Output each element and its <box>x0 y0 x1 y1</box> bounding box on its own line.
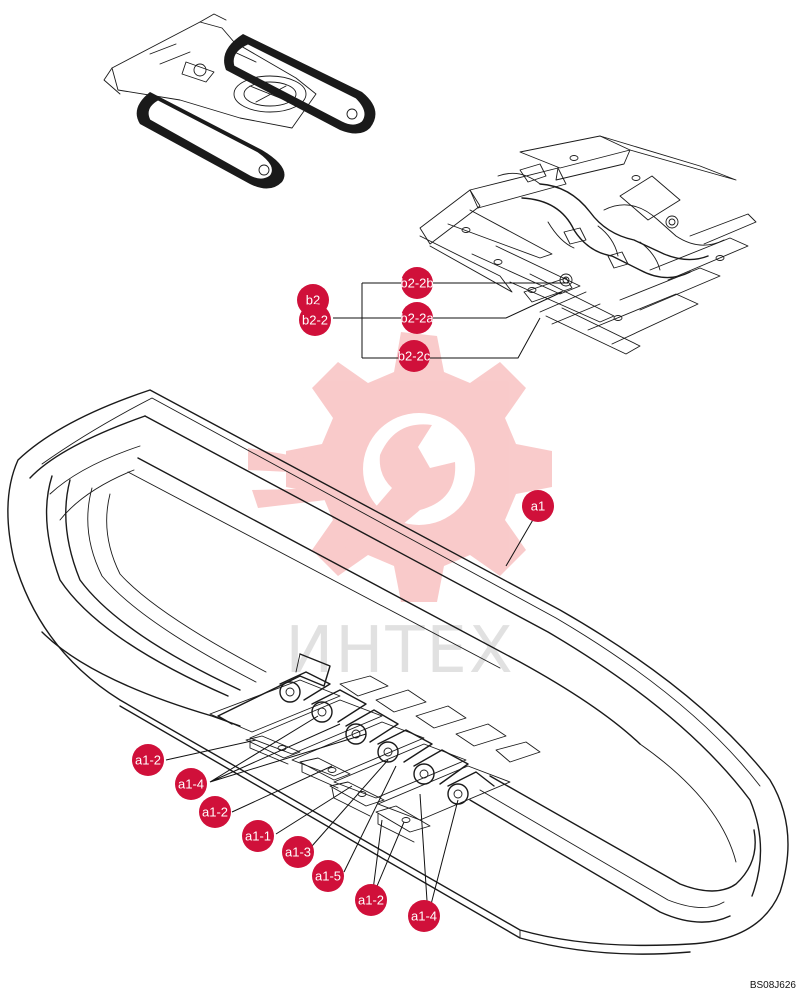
link-rings <box>279 671 495 805</box>
callout-b2-2[interactable]: b2-2 <box>299 304 331 336</box>
rubber-track <box>7 389 789 955</box>
watermark-text: ИНТЕХ <box>285 614 514 688</box>
svg-text:b2: b2 <box>306 293 320 308</box>
svg-text:b2-2c: b2-2c <box>398 349 431 364</box>
callout-a1-4-top[interactable]: a1-4 <box>175 768 207 800</box>
callout-b2-2a[interactable]: b2-2a <box>400 302 434 334</box>
leader-lines <box>165 282 568 917</box>
svg-text:a1-5: a1-5 <box>315 869 341 884</box>
callout-a1-3[interactable]: a1-3 <box>282 836 314 868</box>
drawing-code: BS08J626 <box>750 980 797 991</box>
callout-b2-2c[interactable]: b2-2c <box>398 340 431 372</box>
svg-text:a1-4: a1-4 <box>178 777 204 792</box>
svg-text:a1-4: a1-4 <box>411 909 437 924</box>
callout-a1-2-bottom[interactable]: a1-2 <box>355 884 387 916</box>
track-link-assembly <box>209 671 541 843</box>
callout-a1-2-top[interactable]: a1-2 <box>132 744 164 776</box>
callout-a1-2-mid[interactable]: a1-2 <box>199 796 231 828</box>
svg-text:b2-2b: b2-2b <box>400 276 433 291</box>
watermark-gear-icon <box>248 332 552 602</box>
svg-text:a1-2: a1-2 <box>358 893 384 908</box>
svg-text:b2-2: b2-2 <box>302 313 328 328</box>
svg-text:a1-1: a1-1 <box>245 829 271 844</box>
callout-a1-4-bottom[interactable]: a1-4 <box>408 900 440 932</box>
svg-text:b2-2a: b2-2a <box>400 311 434 326</box>
undercarriage-thumbnail <box>103 13 376 189</box>
steel-track-shoes <box>419 135 757 355</box>
svg-text:a1: a1 <box>531 499 545 514</box>
callout-a1[interactable]: a1 <box>522 490 554 522</box>
callout-a1-1[interactable]: a1-1 <box>242 820 274 852</box>
callout-b2-2b[interactable]: b2-2b <box>400 267 434 299</box>
svg-text:a1-2: a1-2 <box>135 753 161 768</box>
svg-text:a1-3: a1-3 <box>285 845 311 860</box>
callout-a1-5[interactable]: a1-5 <box>312 860 344 892</box>
svg-text:a1-2: a1-2 <box>202 805 228 820</box>
